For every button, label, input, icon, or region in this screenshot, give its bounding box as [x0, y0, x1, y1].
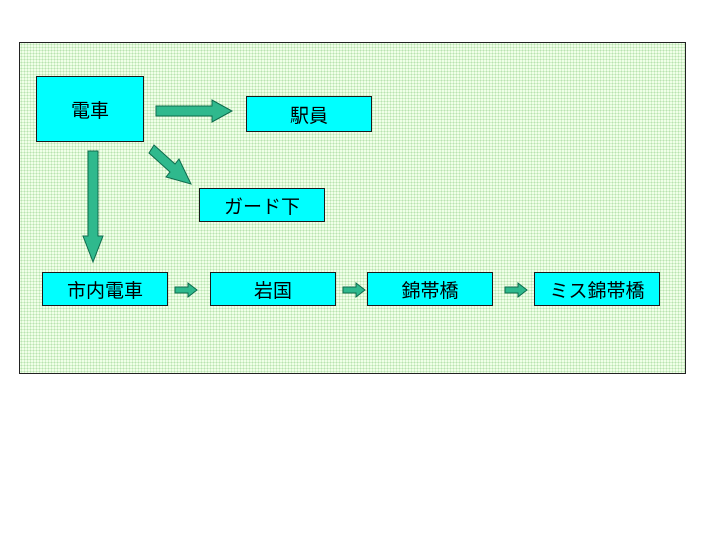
arrow-iwakuni-to-kintaikyo	[342, 281, 366, 299]
arrow-kintaikyo-to-miss	[504, 281, 528, 299]
arrow-shinai-to-iwakuni	[174, 281, 198, 299]
node-miss-kintaikyo: ミス錦帯橋	[534, 272, 660, 306]
arrow-densha-to-ekiin	[155, 99, 234, 123]
node-iwakuni: 岩国	[210, 272, 336, 306]
node-ekiin: 駅員	[246, 96, 372, 132]
node-densha: 電車	[36, 76, 144, 142]
node-shinai-densha: 市内電車	[42, 272, 168, 306]
arrow-densha-to-gado-shita	[148, 144, 192, 185]
node-gado-shita: ガード下	[199, 188, 325, 222]
arrow-densha-to-shinai-densha	[82, 150, 104, 264]
node-kintaikyo: 錦帯橋	[367, 272, 493, 306]
